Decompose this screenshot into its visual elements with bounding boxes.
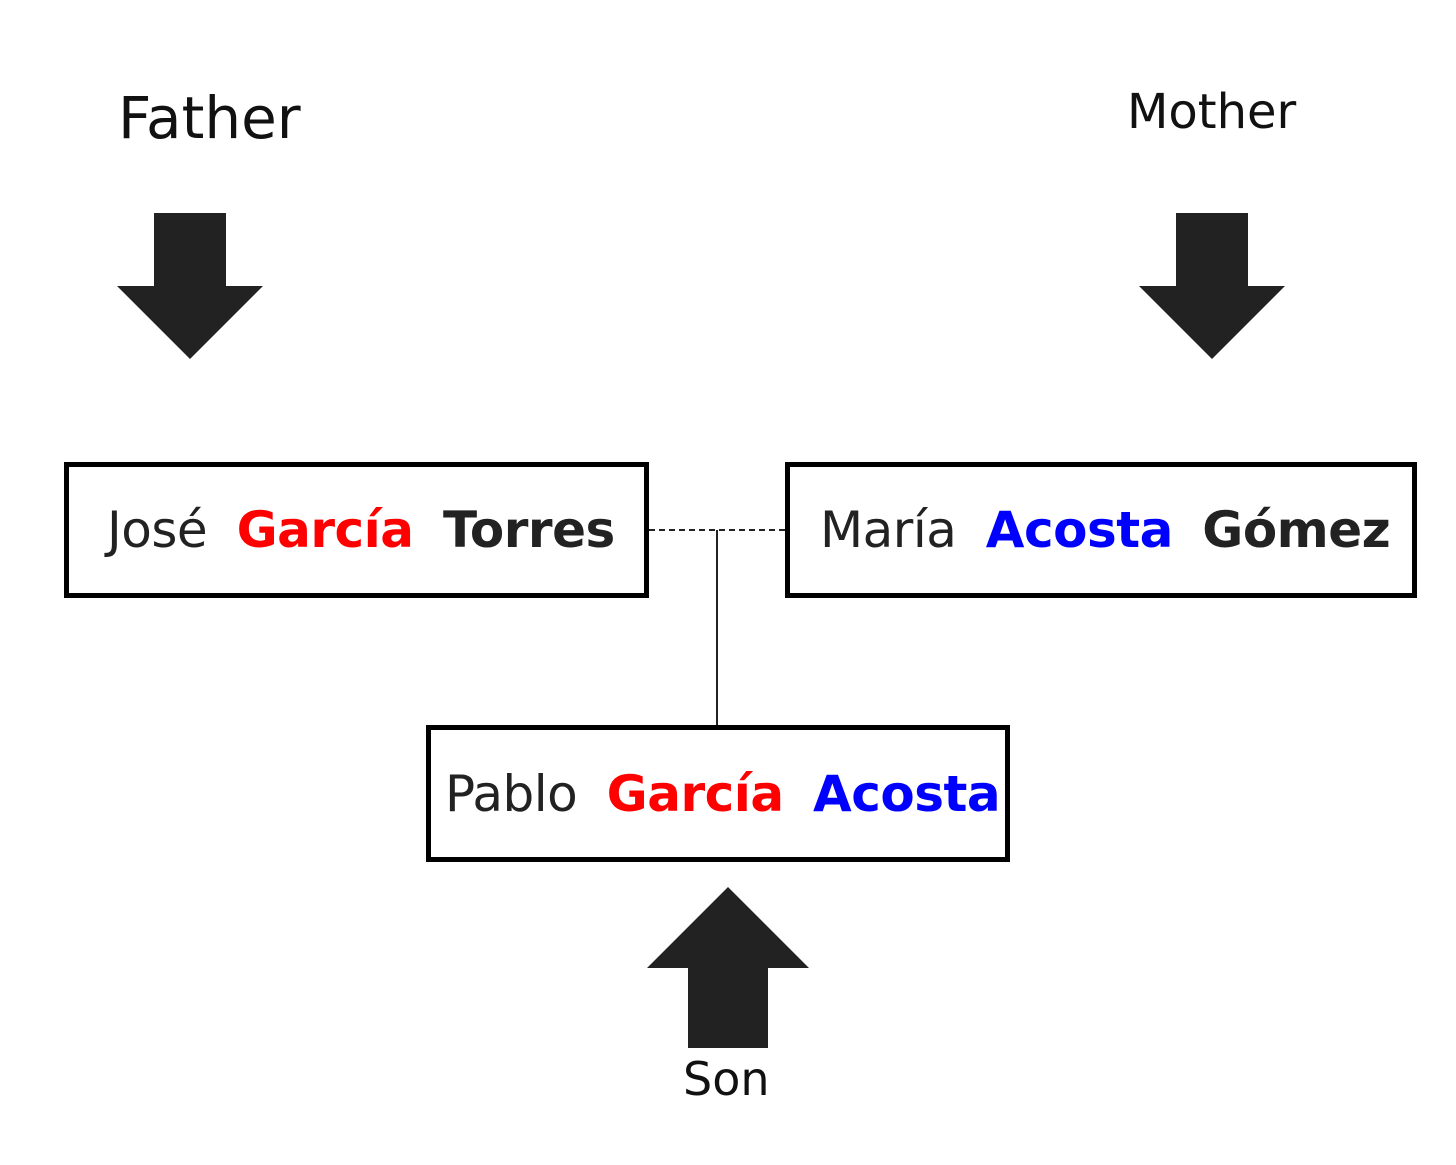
mother-down-arrow-icon bbox=[1139, 213, 1285, 359]
father-arrow-shape bbox=[117, 213, 263, 359]
father-given-name: José bbox=[107, 501, 208, 559]
son-name-box: Pablo García Acosta bbox=[426, 725, 1010, 862]
son-label: Son bbox=[683, 1052, 770, 1106]
father-first-surname: García bbox=[236, 501, 414, 559]
mother-arrow-shape bbox=[1139, 213, 1285, 359]
son-second-surname: Acosta bbox=[813, 764, 1001, 823]
mother-name-box: María Acosta Gómez bbox=[785, 462, 1417, 598]
father-label: Father bbox=[118, 84, 301, 152]
mother-second-surname: Gómez bbox=[1202, 501, 1391, 559]
father-name-box: José García Torres bbox=[64, 462, 649, 598]
mother-first-surname: Acosta bbox=[985, 501, 1174, 559]
son-arrow-shape bbox=[647, 887, 809, 1048]
son-given-name: Pablo bbox=[445, 764, 578, 823]
father-second-surname: Torres bbox=[442, 501, 615, 559]
son-first-surname: García bbox=[606, 764, 784, 823]
father-full-name: José García Torres bbox=[107, 501, 615, 559]
father-down-arrow-icon bbox=[117, 213, 263, 359]
mother-given-name: María bbox=[820, 501, 957, 559]
son-full-name: Pablo García Acosta bbox=[445, 764, 1001, 823]
mother-full-name: María Acosta Gómez bbox=[820, 501, 1391, 559]
son-up-arrow-icon bbox=[647, 887, 809, 1048]
mother-label: Mother bbox=[1127, 84, 1297, 140]
